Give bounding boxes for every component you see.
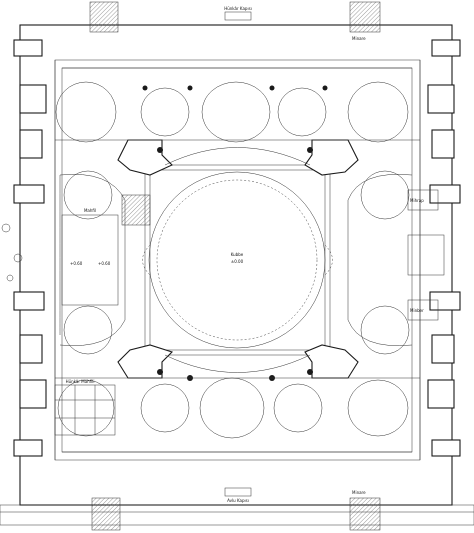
gallery-lines: [54, 60, 421, 460]
dome-top-5: [347, 81, 409, 143]
stair-block: [121, 194, 151, 226]
central-dome-label: Kubbe: [231, 252, 244, 257]
bottom-right-label: Minare: [352, 490, 366, 495]
base-platform: [0, 504, 474, 526]
dome-bottom-5: [347, 379, 409, 437]
bottom-dome-row: [57, 377, 409, 439]
central-square: [144, 164, 331, 356]
left-level-label: +0.60: [70, 261, 83, 266]
left-buttresses: [13, 39, 47, 457]
minaret-bottom-right: [349, 497, 381, 531]
central-bay: Kubbe ±0.00: [144, 164, 331, 356]
minaret-top-right: [349, 1, 381, 33]
central-level-label: ±0.00: [231, 259, 244, 264]
left-level-label-b: +0.60: [98, 261, 111, 266]
dome-bottom-1: [57, 379, 115, 437]
dome-bottom-2: [140, 383, 190, 433]
top-entrance-label: Hünkâr Kapısı: [224, 6, 252, 11]
pier-top-right: [304, 139, 359, 176]
site-symbols: [1, 223, 23, 282]
right-room-label-b: Minber: [410, 308, 424, 313]
dome-top-2: [140, 87, 190, 137]
dome-bottom-4: [273, 383, 323, 433]
entrances: Hünkâr Kapısı Avlu Kapısı Minare Minare: [224, 6, 366, 503]
right-room-label: Mihrap: [410, 198, 424, 203]
columns: [142, 85, 328, 381]
top-right-label: Minare: [352, 36, 366, 41]
left-hall-label: Mahfil: [84, 208, 96, 213]
minaret-top-left: [89, 1, 119, 33]
minaret-bottom-left: [91, 497, 121, 531]
top-dome-row: [55, 81, 409, 143]
main-piers: [117, 139, 359, 379]
side-half-domes: [59, 170, 413, 355]
pier-bottom-right: [304, 344, 359, 379]
dome-top-1: [55, 81, 117, 143]
left-hall: Mahfil +0.60 +0.60: [61, 194, 151, 306]
dome-top-4: [277, 87, 327, 137]
dome-top-3: [201, 81, 271, 143]
central-dome: [148, 171, 326, 349]
bottom-entrance-label: Avlu Kapısı: [227, 498, 249, 503]
bottom-left-hall: Hünkâr Mahfili: [54, 379, 116, 436]
bottom-left-hall-label: Hünkâr Mahfili: [66, 379, 95, 384]
arches: [142, 147, 333, 373]
right-rooms: Mihrap Minber: [407, 189, 445, 321]
left-hall-box: [61, 214, 119, 306]
right-buttresses: [427, 39, 461, 457]
